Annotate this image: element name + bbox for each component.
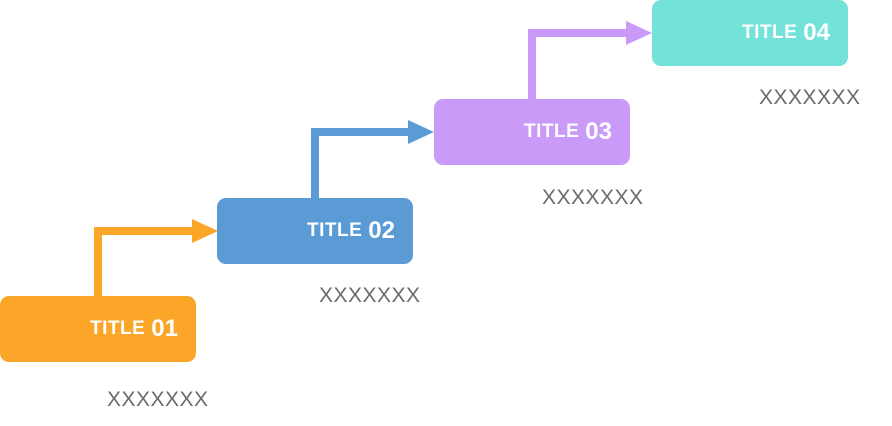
arrow-03-to-04-line <box>528 29 630 101</box>
step-03-caption: XXXXXXX <box>542 186 644 209</box>
step-04-box: TITLE 04 <box>652 0 848 66</box>
step-04-number: 04 <box>803 19 830 46</box>
arrow-02-to-03 <box>311 120 434 200</box>
step-03-title: TITLE <box>524 121 580 142</box>
arrow-01-to-02 <box>94 219 218 298</box>
step-02-box: TITLE 02 <box>217 198 413 264</box>
step-03-box: TITLE 03 <box>434 99 630 165</box>
step-02-title: TITLE <box>307 220 363 241</box>
arrow-03-to-04-head <box>626 21 652 45</box>
arrow-01-to-02-line <box>94 227 196 298</box>
step-04-caption: XXXXXXX <box>759 86 861 109</box>
step-01-box: TITLE 01 <box>0 296 196 362</box>
arrow-03-to-04 <box>528 21 652 101</box>
step-02-number: 02 <box>368 217 395 244</box>
arrow-02-to-03-head <box>408 120 434 144</box>
step-01-caption: XXXXXXX <box>107 388 209 411</box>
step-01-number: 01 <box>151 315 178 342</box>
step-03-number: 03 <box>585 118 612 145</box>
step-01-title: TITLE <box>90 318 146 339</box>
arrow-01-to-02-head <box>192 219 218 243</box>
step-04-title: TITLE <box>742 22 798 43</box>
arrow-02-to-03-line <box>311 128 412 200</box>
step-02-caption: XXXXXXX <box>319 284 421 307</box>
